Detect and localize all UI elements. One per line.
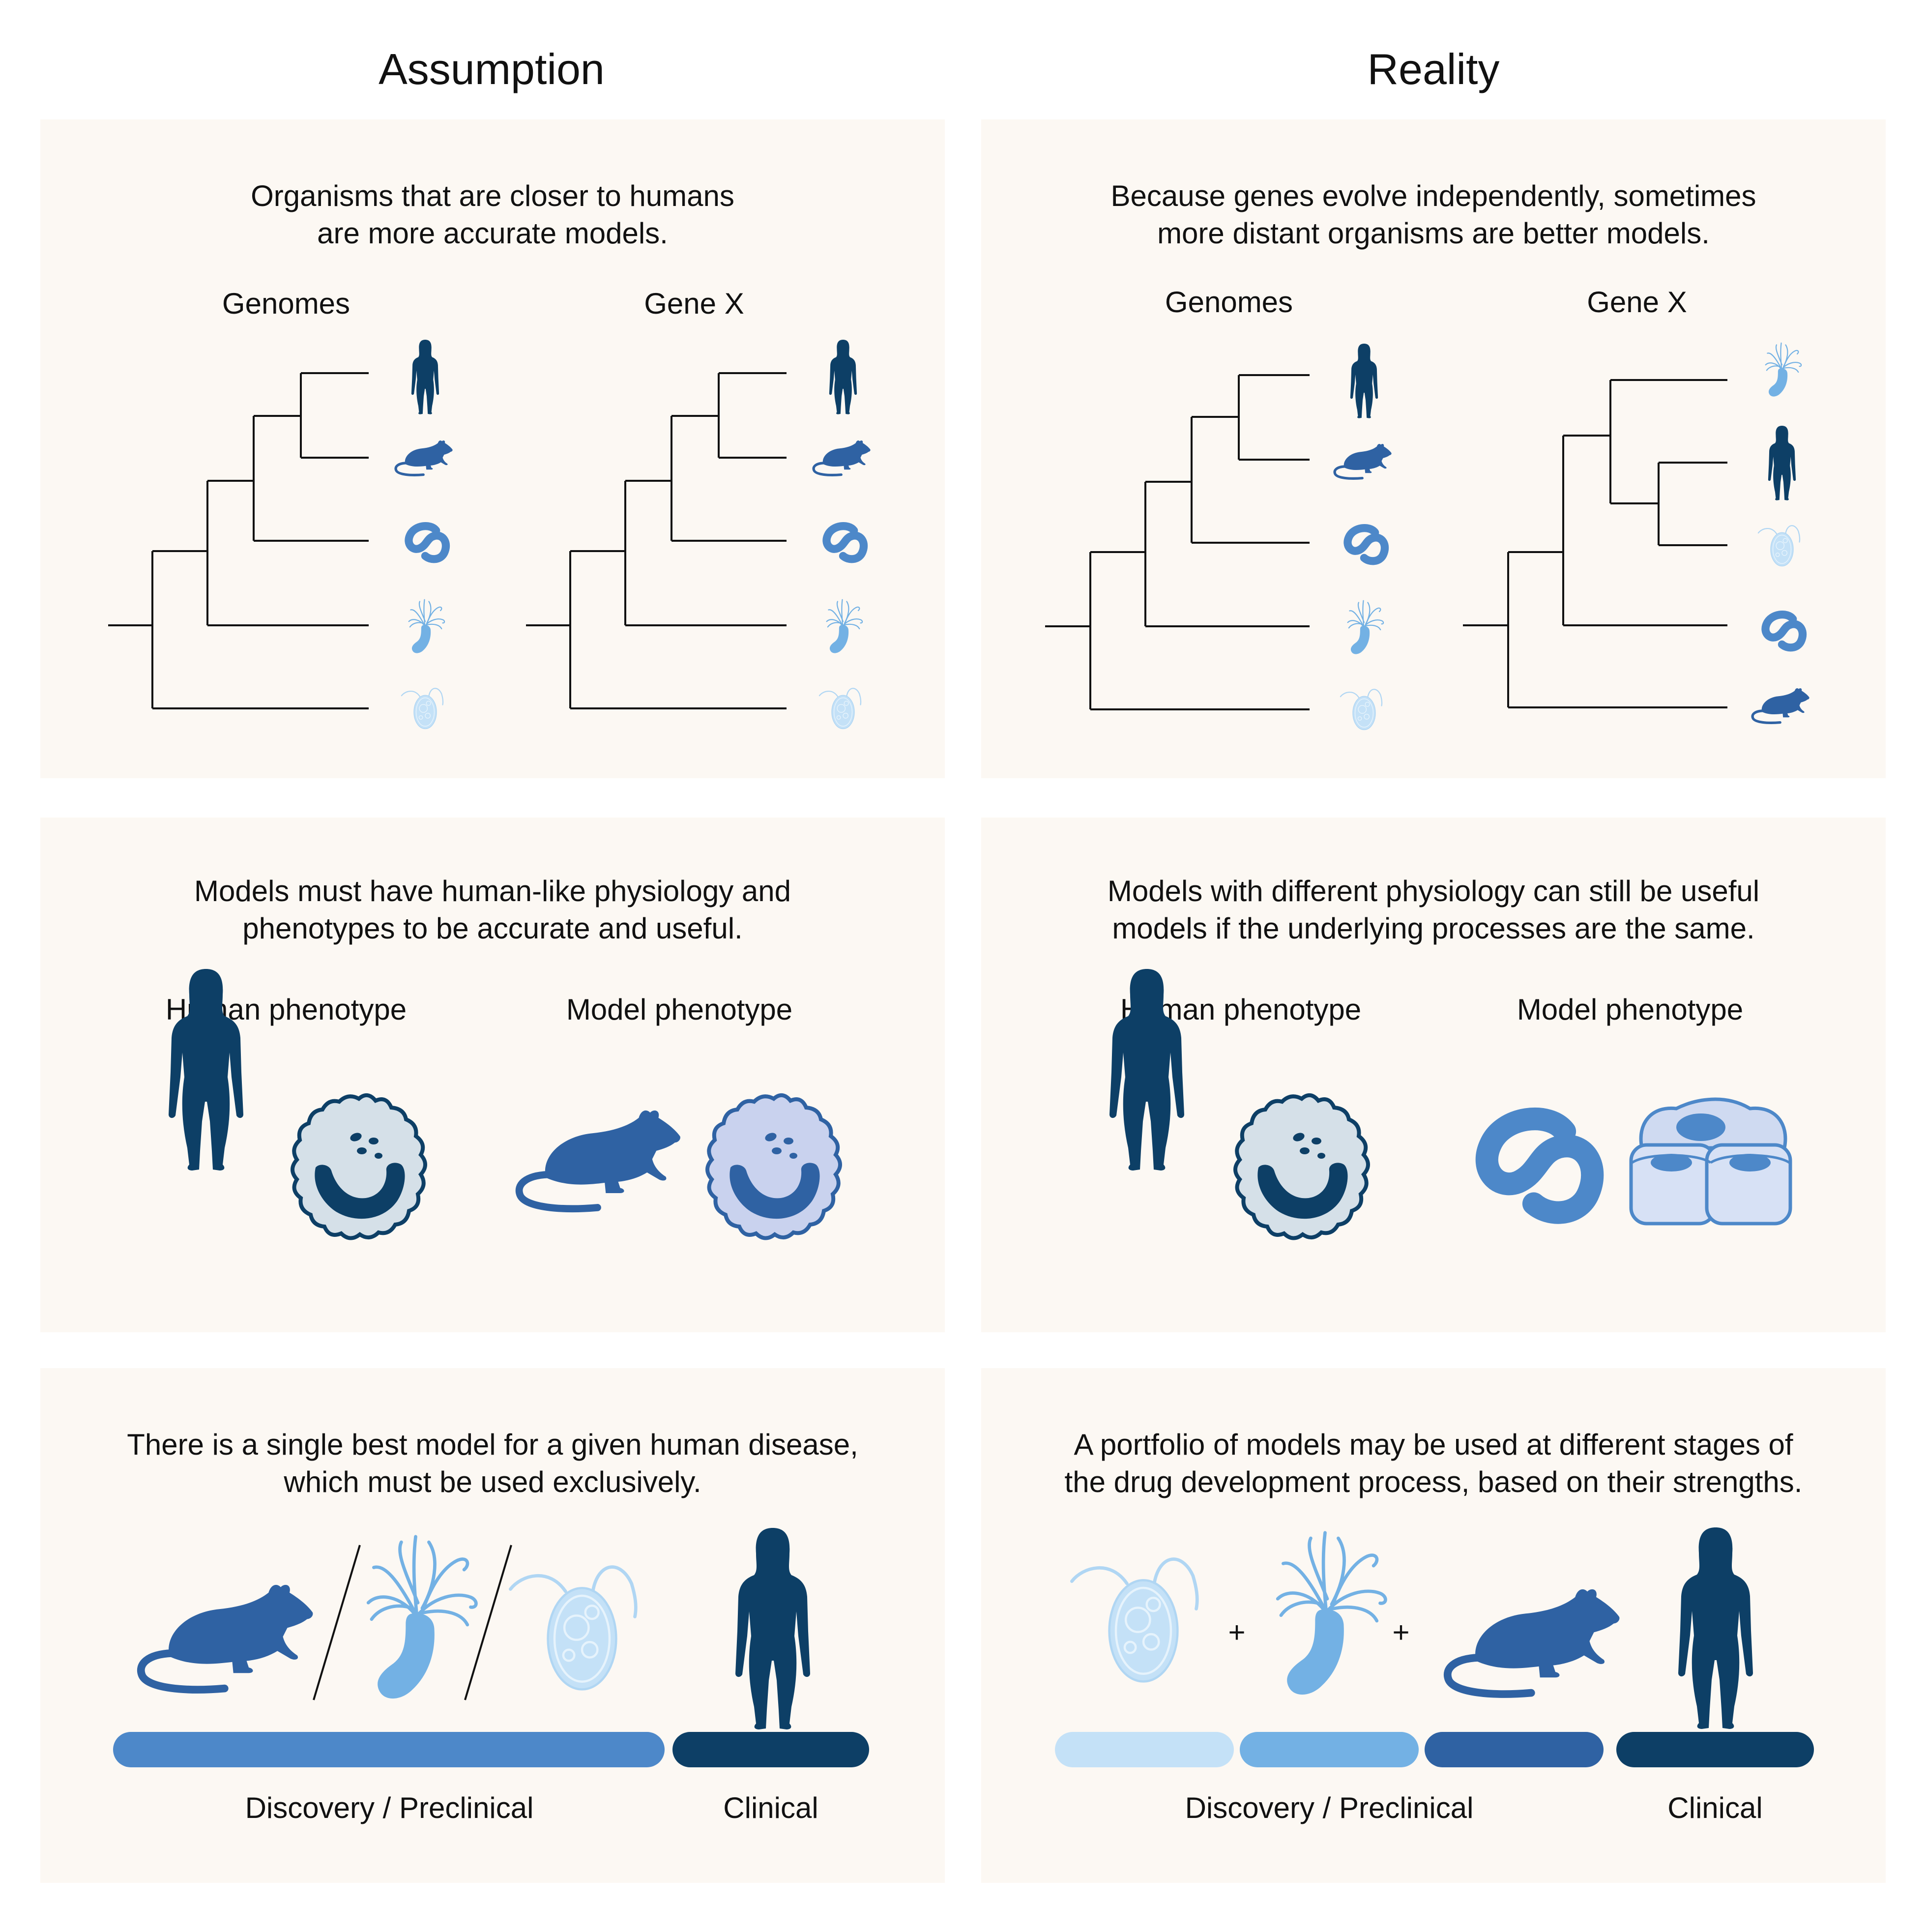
plus-sign: + — [1228, 1616, 1246, 1649]
human-icon — [829, 340, 857, 414]
hydra-icon — [826, 599, 863, 654]
preclinical-bar-protist — [1055, 1732, 1234, 1767]
protist-icon — [818, 688, 862, 730]
immune-cell-icon — [292, 1095, 425, 1238]
clinical-bar — [672, 1732, 869, 1767]
genomes-label: Genomes — [222, 287, 350, 320]
model-phenotype-label: Model phenotype — [1517, 993, 1744, 1026]
human-icon — [735, 1528, 810, 1729]
statement-line: Because genes evolve independently, some… — [1110, 179, 1756, 212]
statement-line: the drug development process, based on t… — [1064, 1465, 1803, 1498]
statement-line: models if the underlying processes are t… — [1112, 912, 1755, 945]
preclinical-bar-mouse — [1425, 1732, 1604, 1767]
worm-icon — [1487, 1119, 1592, 1213]
phenotype-illustration — [1109, 969, 1886, 1332]
genome-tree — [108, 372, 369, 709]
human-icon — [1768, 426, 1796, 500]
gene-x-label: Gene X — [644, 287, 744, 320]
separator-line — [313, 1545, 361, 1700]
organisms-gene-x-tree — [1752, 342, 1809, 723]
statement-line: more distant organisms are better models… — [1157, 217, 1710, 250]
gene-x-tree — [1463, 379, 1727, 708]
statement-line: phenotypes to be accurate and useful. — [242, 912, 743, 945]
panel-reality-pipeline: A portfolio of models may be used at dif… — [981, 1368, 1886, 1883]
statement-line: Organisms that are closer to humans — [251, 179, 734, 212]
preclinical-bar — [113, 1732, 665, 1767]
phenotype-illustration — [169, 969, 945, 1332]
mouse-icon — [1752, 688, 1809, 723]
tree-diagrams — [108, 340, 945, 730]
gene-x-tree — [526, 372, 787, 709]
organisms-genome-tree — [1335, 344, 1392, 731]
column-title-reality: Reality — [1367, 45, 1500, 93]
hydra-icon — [1278, 1533, 1385, 1695]
human-icon — [169, 969, 243, 1171]
preclinical-bar-hydra — [1240, 1732, 1419, 1767]
statement-line: are more accurate models. — [317, 217, 668, 250]
statement-line: which must be used exclusively. — [284, 1465, 701, 1498]
pipeline-illustration — [1055, 1527, 1814, 1767]
pipeline-illustration — [113, 1528, 869, 1767]
hydra-icon — [1347, 600, 1384, 655]
human-icon — [1678, 1527, 1753, 1729]
worm-icon — [826, 526, 864, 559]
mouse-icon — [519, 1111, 680, 1209]
protist-icon — [1340, 689, 1383, 731]
hydra-icon — [408, 599, 445, 654]
human-icon — [1109, 969, 1184, 1171]
hydra-icon — [1765, 342, 1802, 397]
panel-reality-tree: Because genes evolve independently, some… — [981, 119, 1886, 778]
immune-cell-icon — [1235, 1095, 1368, 1238]
statement-line: There is a single best model for a given… — [127, 1428, 858, 1461]
model-phenotype-label: Model phenotype — [566, 993, 793, 1026]
mouse-icon — [141, 1585, 313, 1690]
mouse-icon — [814, 440, 871, 475]
stage-clinical-label: Clinical — [723, 1791, 818, 1824]
genome-tree — [1045, 374, 1310, 710]
panel-reality-phenotype: Models with different physiology can sti… — [981, 818, 1886, 1332]
stage-preclinical-label: Discovery / Preclinical — [1185, 1791, 1474, 1824]
human-icon — [1350, 344, 1378, 418]
worm-icon — [1347, 528, 1385, 561]
organisms-gene-x-tree — [814, 340, 871, 730]
mouse-icon — [1448, 1589, 1620, 1694]
column-title-assumption: Assumption — [379, 45, 605, 93]
hydra-icon — [368, 1537, 476, 1698]
human-icon — [411, 340, 439, 414]
protist-icon — [1757, 525, 1801, 567]
gene-x-label: Gene X — [1587, 286, 1687, 319]
genomes-label: Genomes — [1165, 286, 1293, 319]
clinical-bar — [1616, 1732, 1814, 1767]
panel-assumption-pipeline: There is a single best model for a given… — [40, 1368, 945, 1883]
organisms-genome-tree — [396, 340, 453, 730]
worm-icon — [1765, 615, 1803, 647]
worm-icon — [409, 526, 446, 559]
mouse-icon — [1335, 444, 1392, 478]
statement-line: Models with different physiology can sti… — [1107, 875, 1760, 907]
panel-assumption-tree: Organisms that are closer to humans are … — [40, 119, 945, 778]
statement-line: Models must have human-like physiology a… — [194, 875, 791, 907]
panel-assumption-phenotype: Models must have human-like physiology a… — [40, 818, 945, 1332]
protist-icon — [1072, 1559, 1197, 1682]
protist-icon — [401, 688, 444, 730]
cell-cluster-icon — [1631, 1099, 1790, 1224]
mouse-icon — [396, 440, 453, 475]
stage-preclinical-label: Discovery / Preclinical — [245, 1791, 534, 1824]
stage-clinical-label: Clinical — [1667, 1791, 1763, 1824]
plus-sign: + — [1392, 1616, 1410, 1649]
separator-line — [464, 1545, 512, 1700]
statement-line: A portfolio of models may be used at dif… — [1074, 1428, 1793, 1461]
tree-diagrams — [1045, 342, 1886, 731]
immune-cell-icon — [707, 1095, 840, 1238]
protist-icon — [510, 1567, 636, 1690]
